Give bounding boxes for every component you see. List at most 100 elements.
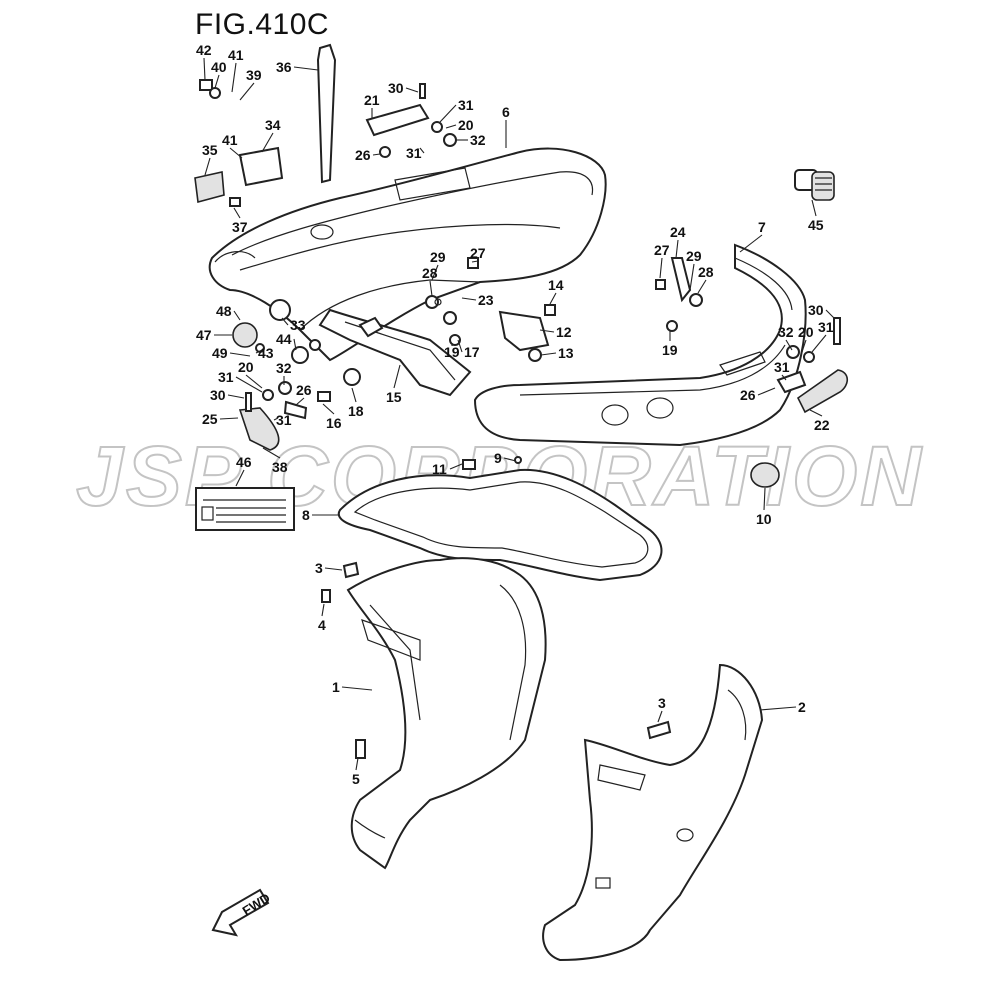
callout-label-27b: 27 [654,242,670,258]
callout-label-20a: 20 [458,117,474,133]
callout-label-12: 12 [556,324,572,340]
callout-leader-15 [393,364,401,389]
callout-label-25: 25 [202,411,218,427]
callout-leader-14 [549,292,557,305]
callout-label-17: 17 [464,344,480,360]
callout-label-29a: 29 [430,249,446,265]
callout-label-27a: 27 [470,245,486,261]
callout-leader-3b [657,710,663,723]
callout-leader-31d [273,417,279,421]
callout-leader-3a [324,567,343,571]
callout-label-28b: 28 [698,264,714,280]
callout-leader-46 [235,469,245,487]
callout-label-31e: 31 [818,319,834,335]
figure-title: FIG.410C [195,8,330,41]
callout-label-8: 8 [302,507,310,523]
callout-label-39: 39 [246,67,262,83]
callout-label-31d: 31 [276,412,292,428]
callout-label-49: 49 [212,345,228,361]
callout-leader-44 [293,338,297,351]
callout-label-45: 45 [808,217,824,233]
callout-label-36: 36 [276,59,292,75]
callout-leader-24 [675,239,679,259]
callout-label-4: 4 [318,617,326,633]
callout-leader-27b [659,257,663,279]
fwd-arrow: FWD [211,888,273,937]
callout-leader-1 [341,686,373,691]
callout-label-26b: 26 [296,382,312,398]
lower-cover-1 [346,557,547,870]
callout-label-23: 23 [478,292,494,308]
callout-leader-36 [293,66,319,71]
callout-label-47: 47 [196,327,212,343]
callout-label-3b: 3 [658,695,666,711]
callout-leader-31e [811,334,827,353]
callout-label-28a: 28 [422,265,438,281]
callout-leader-11 [449,463,463,470]
rear-cover-7 [473,243,807,447]
callout-label-18: 18 [348,403,364,419]
callout-leader-49 [229,352,251,357]
callout-leader-38 [262,447,281,459]
callout-label-26c: 26 [740,387,756,403]
callout-label-33: 33 [290,317,306,333]
callout-leader-41a [231,62,237,93]
callout-label-31a: 31 [458,97,474,113]
callout-label-44: 44 [276,331,292,347]
callout-leader-43 [255,349,263,354]
callout-label-32b: 32 [276,360,292,376]
callout-leader-18 [351,387,357,403]
callout-leader-17 [457,339,463,353]
callout-leader-26a [372,153,381,156]
seal-8 [337,468,663,582]
latch-bracket-15 [318,308,472,397]
callout-leader-30a [405,87,419,93]
callout-label-20b: 20 [238,359,254,375]
callout-label-11: 11 [432,461,447,477]
callout-leader-37 [233,207,241,219]
callout-leader-28b [697,279,707,294]
callout-leader-9 [503,457,517,462]
callout-leader-29b [689,263,695,291]
callout-leader-35 [204,157,211,176]
callout-leader-32c [785,339,793,351]
callout-label-38: 38 [272,459,288,475]
callout-leader-31b [419,147,425,154]
callout-leader-41b [229,147,243,159]
callout-label-13: 13 [558,345,574,361]
callout-leader-23 [461,297,477,301]
callout-leader-31f [781,374,787,381]
callout-leader-12 [539,329,555,333]
callout-leader-30c [825,309,835,319]
callout-label-31b: 31 [406,145,422,161]
callout-label-42: 42 [196,42,212,58]
callout-label-9: 9 [494,450,502,466]
callout-label-31f: 31 [774,359,790,375]
callout-leader-25 [219,417,239,420]
callout-leader-31a [439,104,457,123]
callout-leader-45 [811,199,817,217]
callout-leader-20a [445,124,457,129]
callout-leader-39 [239,82,255,101]
callout-leader-27a [471,260,479,263]
lower-cover-2 [542,663,764,962]
upper-cover-6 [208,147,607,362]
callout-label-29b: 29 [686,248,702,264]
callout-leader-13 [540,352,557,356]
callout-label-15: 15 [386,389,402,405]
callout-label-10: 10 [756,511,772,527]
callout-leader-4 [321,603,325,617]
callout-label-31c: 31 [218,369,234,385]
callout-label-43: 43 [258,345,274,361]
callout-label-5: 5 [352,771,360,787]
callout-leader-10 [763,487,766,511]
callout-label-30a: 30 [388,80,404,96]
callout-label-19b: 19 [662,342,678,358]
callout-label-48: 48 [216,303,232,319]
callout-leader-2 [759,706,797,711]
callout-leader-31c [235,376,263,393]
callout-label-1: 1 [332,679,340,695]
callout-label-30c: 30 [808,302,824,318]
callout-label-6: 6 [502,104,510,120]
